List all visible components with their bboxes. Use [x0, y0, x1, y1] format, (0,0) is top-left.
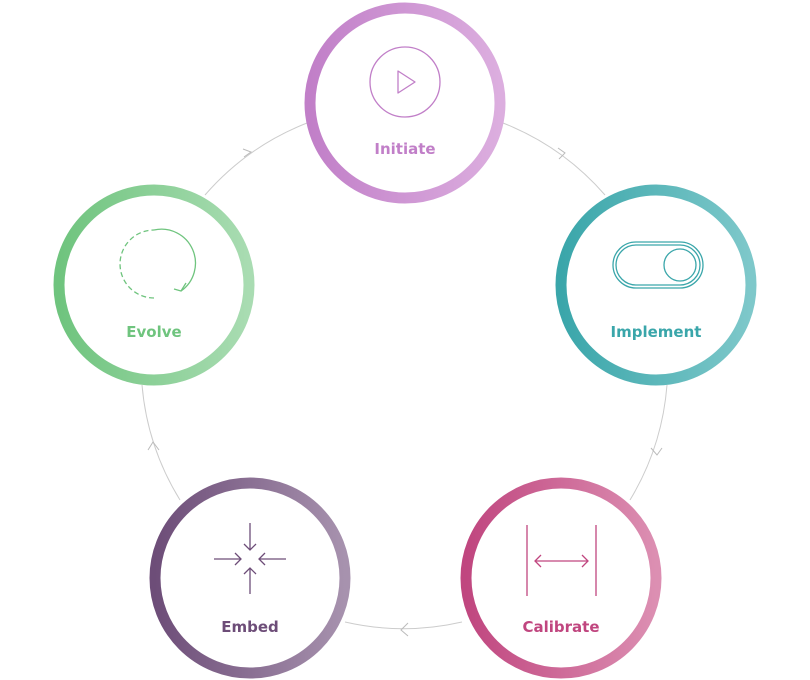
converge-icon — [214, 523, 286, 594]
node-calibrate[interactable]: Calibrate — [460, 477, 662, 679]
chevron-right-icon — [557, 147, 566, 160]
node-ring — [460, 477, 662, 679]
node-label: Calibrate — [522, 618, 599, 636]
node-initiate[interactable]: Initiate — [304, 2, 506, 204]
cycle-icon — [119, 228, 197, 299]
play-icon — [369, 46, 441, 118]
chevron-up-icon — [147, 441, 160, 451]
node-evolve[interactable]: Evolve — [53, 184, 255, 386]
connector-arrows — [147, 147, 663, 637]
node-ring — [53, 184, 255, 386]
node-ring — [304, 2, 506, 204]
connector-initiate-implement — [502, 122, 606, 196]
connector-calibrate-embed — [344, 621, 463, 630]
node-label: Embed — [221, 618, 279, 636]
node-implement[interactable]: Implement — [555, 184, 757, 386]
chevron-down-icon — [650, 447, 663, 456]
node-label: Implement — [611, 323, 702, 341]
node-label: Evolve — [126, 323, 181, 341]
toggle-icon — [612, 241, 704, 289]
width-arrow-icon — [526, 525, 597, 596]
connector-embed-evolve — [141, 384, 181, 501]
chevron-left-icon — [400, 622, 409, 637]
node-embed[interactable]: Embed — [149, 477, 351, 679]
node-label: Initiate — [374, 140, 435, 158]
connector-implement-calibrate — [629, 384, 668, 501]
connector-evolve-initiate — [204, 122, 308, 196]
chevron-right-icon — [242, 148, 253, 158]
connector-arcs — [141, 122, 668, 630]
